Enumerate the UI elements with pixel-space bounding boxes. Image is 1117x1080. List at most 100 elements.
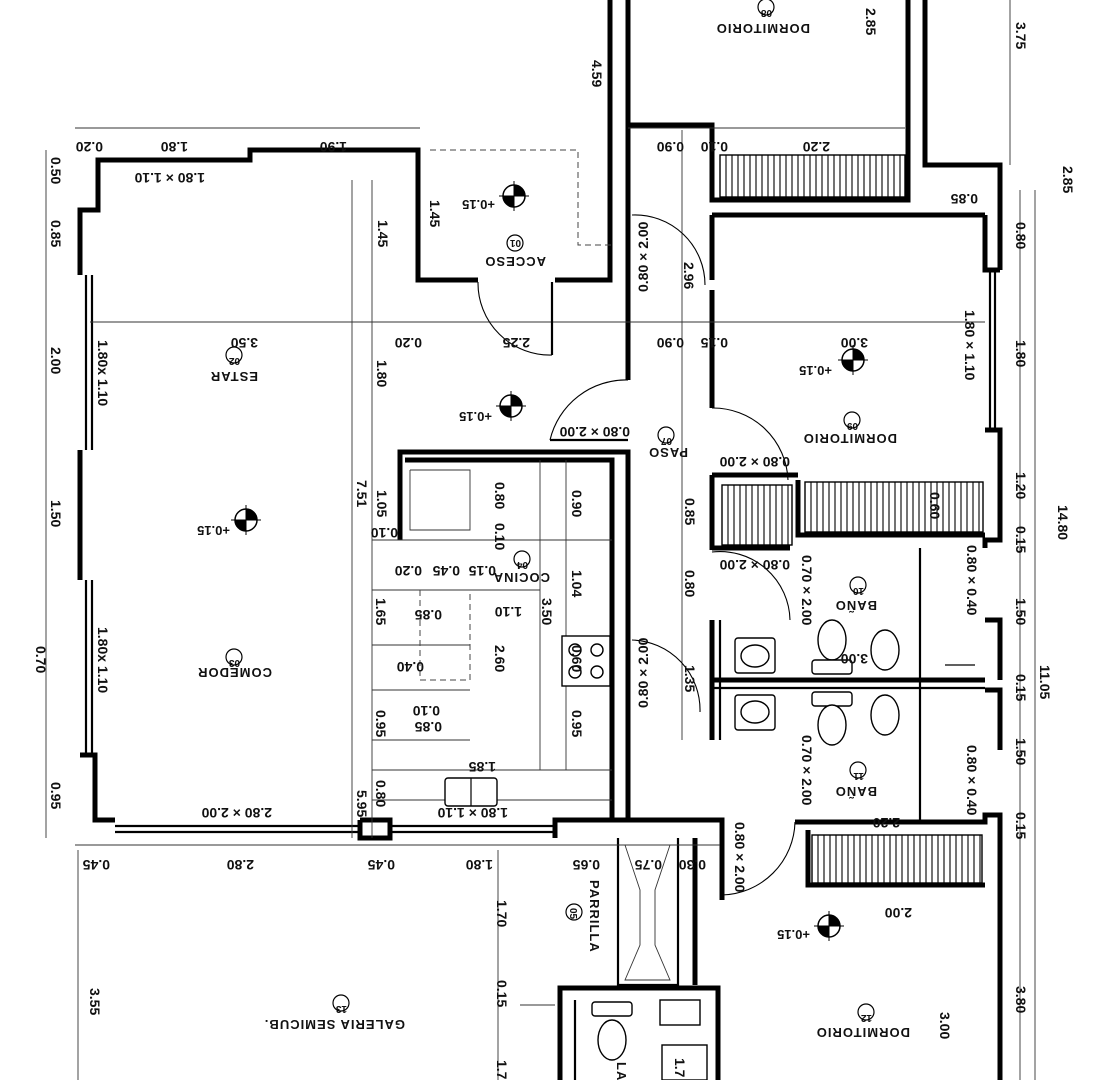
dim-095-k2: 0.95 [569,710,585,737]
dim-190-top: 1.90 [320,139,347,155]
dim-085-left: 0.85 [48,220,64,247]
dim-085-k: 0.85 [415,607,442,623]
dim-105: 1.05 [374,490,390,517]
room-cocina: COCINA [493,570,550,585]
acceso-canopy [430,149,612,246]
op-door-dorm12: 0.80 × 2.00 [732,822,748,893]
room-comedor-num: 03 [228,657,240,668]
dim-17-partial-b: 1.7 [672,1058,688,1078]
room-bano-11: BAÑO [835,784,877,799]
door-paso-swing [549,379,629,441]
dim-020-top: 0.20 [76,139,103,155]
wall-dorm12-closet [805,830,985,888]
wall-kitchen [397,449,631,838]
dim-010-k3: 0.10 [413,703,440,719]
closet-hatch-08 [719,154,906,198]
dim-015-b: 0.15 [494,980,510,1007]
dim-085-top: 0.85 [951,191,978,207]
dim-060-p: 0.60 [927,492,943,519]
room-galeria-circle [332,994,350,1012]
stove [561,635,611,687]
dim-595: 5.95 [354,790,370,817]
op-comedor-left-window: 1.80x 1.10 [95,627,111,693]
dim-200-left: 2.00 [48,347,64,374]
dim-090-top: 0.90 [657,139,684,155]
dim-300-bath: 3.00 [841,651,868,667]
dim-015-r1: 0.15 [1013,526,1029,553]
room-dormitorio-12-circle [857,1003,875,1021]
dim-145-a: 1.45 [375,220,391,247]
dim-010-k: 0.10 [371,525,398,541]
door-dorm12-swing [721,821,796,896]
op-bano10-window: 0.80 × 0.40 [964,545,980,616]
stove-burner-1 [568,643,582,657]
dim-300-dorm09: 3.00 [841,335,868,351]
dim-080-right: 0.80 [1013,222,1029,249]
op-comedor-door: 2.80 × 2.00 [201,805,272,821]
room-dormitorio-08-num: 08 [760,7,772,18]
dim-260: 2.60 [492,645,508,672]
room-acceso: ACCESO [484,254,546,269]
room-lavadero-partial: LA [614,1062,629,1080]
level-estar: +0.15 [197,523,230,538]
dim-040-k: 0.40 [397,659,424,675]
door-cocina-swing [631,639,701,713]
dim-350-k: 3.50 [539,598,555,625]
dim-020-k: 0.20 [395,563,422,579]
stove-burner-2 [590,643,604,657]
dim-17-partial: 1.7 [494,1060,510,1080]
dim-110-k: 1.10 [495,604,522,620]
wall-kitchen-inner [405,457,615,818]
dim-030-b: 0.30 [679,857,706,873]
level-paso: +0.15 [459,409,492,424]
room-dormitorio-09-circle [843,411,861,429]
level-marker-quadrant [853,349,864,360]
dim-375: 3.75 [1013,22,1029,49]
room-dormitorio-12-num: 12 [860,1012,872,1023]
op-door-cocina: 0.80 × 2.00 [635,637,651,708]
dim-090-k: 0.90 [569,490,585,517]
dim-015-r3: 0.15 [1013,812,1029,839]
wall-estar-top [95,147,478,283]
toilet-10-tank [811,659,853,675]
room-estar-num: 02 [228,355,240,366]
room-estar: ESTAR [210,369,258,384]
dim-150-r2: 1.50 [1013,738,1029,765]
level-acceso: +0.15 [462,197,495,212]
dim-135: 1.35 [682,665,698,692]
room-dormitorio-08-circle [757,0,775,16]
door-dorm09-swing [711,407,789,481]
dim-090-mid: 0.90 [657,335,684,351]
room-dormitorio-09: DORMITORIO [803,431,897,446]
wall-baths-bottom [795,812,1003,1080]
closet-hatch-09 [804,481,984,533]
dim-280-b: 2.80 [227,857,254,873]
room-dormitorio-12: DORMITORIO [816,1025,910,1040]
dim-015-mid: 0.15 [701,335,728,351]
dim-459: 4.59 [589,60,605,87]
dim-045-b2: 0.45 [368,857,395,873]
room-acceso-circle [506,234,524,252]
room-bano-10-circle [849,576,867,594]
dim-285-b: 2.85 [1060,166,1076,193]
op-cocina-window: 1.80 × 1.10 [437,805,508,821]
wall-dorm09-right-low [982,427,1003,548]
room-parrilla: PARRILLA [587,880,602,953]
dim-015-r2: 0.15 [1013,674,1029,701]
wall-top-right [922,0,1003,270]
level-marker-quadrant [503,196,514,207]
toilet-11 [817,704,847,746]
room-paso: PASO [648,445,688,460]
room-comedor: COMEDOR [197,665,272,680]
op-door-bano11: 0.70 × 2.00 [799,735,815,806]
room-bano-11-circle [849,761,867,779]
door-acceso-swing [477,281,553,356]
toilet-lav [597,1019,627,1061]
room-paso-circle [657,426,675,444]
dim-080-k2: 0.80 [373,780,389,807]
dim-085-k2: 0.85 [415,719,442,735]
room-cocina-num: 04 [516,559,528,570]
walls [77,0,1003,1080]
stove-burner-4 [590,665,604,679]
